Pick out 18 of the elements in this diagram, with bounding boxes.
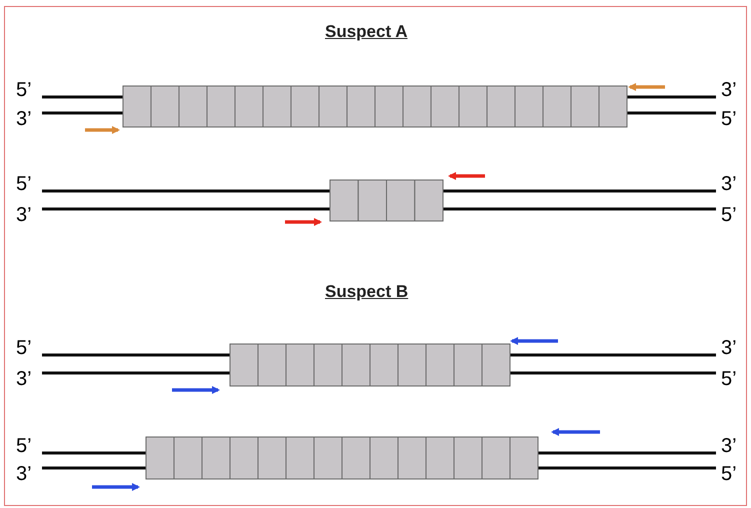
section-heading: Suspect A	[325, 22, 408, 42]
strand-end-label: 5’	[721, 369, 737, 389]
strand-end-label: 3’	[721, 80, 737, 100]
strand-end-label: 3’	[721, 436, 737, 456]
strand-end-label: 5’	[16, 436, 32, 456]
strand-end-label: 5’	[721, 464, 737, 484]
section-heading: Suspect B	[325, 282, 408, 302]
strand-end-label: 5’	[16, 174, 32, 194]
strand-end-label: 5’	[721, 109, 737, 129]
strand-end-label: 3’	[16, 109, 32, 129]
strand-end-label: 5’	[16, 338, 32, 358]
strand-end-label: 5’	[721, 205, 737, 225]
strand-end-label: 3’	[16, 205, 32, 225]
strand-end-label: 5’	[16, 80, 32, 100]
strand-end-label: 3’	[721, 174, 737, 194]
strand-end-label: 3’	[721, 338, 737, 358]
strand-end-label: 3’	[16, 369, 32, 389]
strand-end-label: 3’	[16, 464, 32, 484]
